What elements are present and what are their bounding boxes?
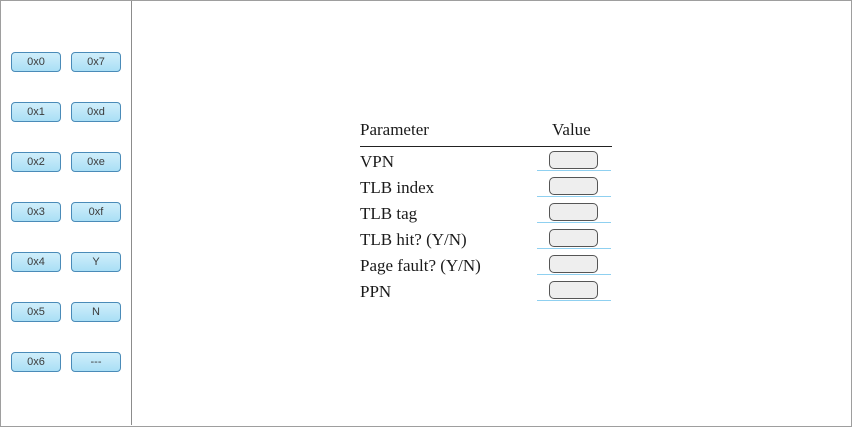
drop-slot-tlb-tag[interactable] bbox=[549, 203, 598, 221]
slot-underline bbox=[537, 222, 611, 223]
chip-0x0[interactable]: 0x0 bbox=[11, 52, 61, 72]
drop-slot-tlb-index[interactable] bbox=[549, 177, 598, 195]
slot-underline bbox=[537, 248, 611, 249]
chip-0x7[interactable]: 0x7 bbox=[71, 52, 121, 72]
chip-0x6[interactable]: 0x6 bbox=[11, 352, 61, 372]
row-label-page-fault: Page fault? (Y/N) bbox=[360, 256, 481, 275]
slot-underline bbox=[537, 196, 611, 197]
row-label-tlb-index: TLB index bbox=[360, 178, 435, 197]
chip-blank[interactable]: --- bbox=[71, 352, 121, 372]
row-label-ppn: PPN bbox=[360, 282, 392, 301]
chip-0x1[interactable]: 0x1 bbox=[11, 102, 61, 122]
slot-underline bbox=[537, 274, 611, 275]
chip-0x3[interactable]: 0x3 bbox=[11, 202, 61, 222]
chip-0xd[interactable]: 0xd bbox=[71, 102, 121, 122]
row-label-vpn: VPN bbox=[360, 152, 395, 171]
chip-0xf[interactable]: 0xf bbox=[71, 202, 121, 222]
chip-y[interactable]: Y bbox=[71, 252, 121, 272]
chip-0x4[interactable]: 0x4 bbox=[11, 252, 61, 272]
chip-0xe[interactable]: 0xe bbox=[71, 152, 121, 172]
drop-slot-page-fault[interactable] bbox=[549, 255, 598, 273]
header-value: Value bbox=[552, 120, 591, 139]
row-label-tlb-hit: TLB hit? (Y/N) bbox=[360, 230, 467, 249]
workspace: Parameter Value VPN TLB index TLB tag TL… bbox=[132, 1, 850, 425]
chip-n[interactable]: N bbox=[71, 302, 121, 322]
slot-underline bbox=[537, 300, 611, 301]
row-label-tlb-tag: TLB tag bbox=[360, 204, 418, 223]
header-parameter: Parameter bbox=[360, 120, 429, 139]
chip-0x2[interactable]: 0x2 bbox=[11, 152, 61, 172]
header-rule bbox=[360, 146, 612, 147]
chip-0x5[interactable]: 0x5 bbox=[11, 302, 61, 322]
drop-slot-ppn[interactable] bbox=[549, 281, 598, 299]
answer-palette: 0x0 0x7 0x1 0xd 0x2 0xe 0x3 0xf 0x4 Y 0x… bbox=[1, 1, 132, 425]
slot-underline bbox=[537, 170, 611, 171]
drop-slot-vpn[interactable] bbox=[549, 151, 598, 169]
drop-slot-tlb-hit[interactable] bbox=[549, 229, 598, 247]
